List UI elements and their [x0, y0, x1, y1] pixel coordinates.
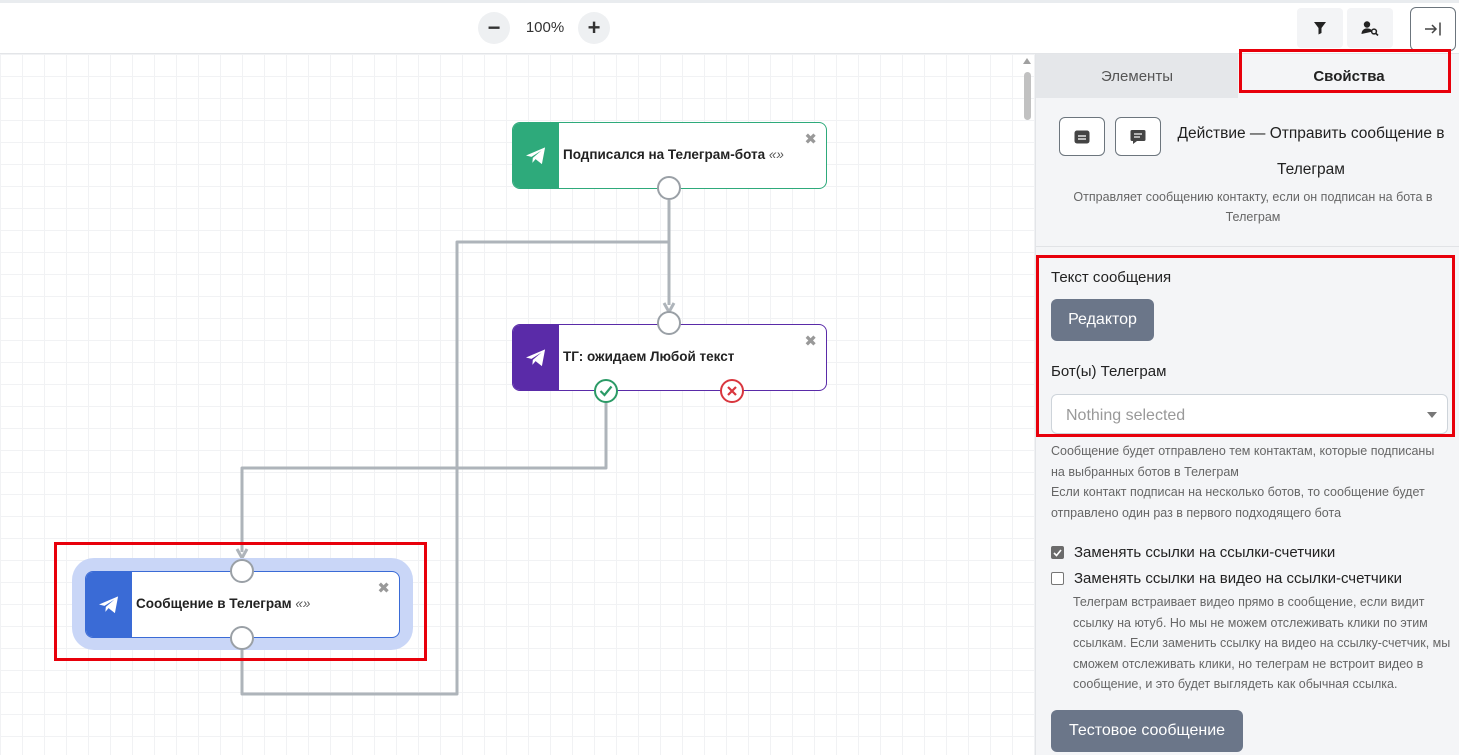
replace-links-checkbox-row[interactable]: Заменять ссылки на ссылки-счетчики [1051, 544, 1335, 561]
collapse-panel-button[interactable] [1410, 7, 1456, 51]
message-icon [1074, 130, 1090, 143]
flow-node-subscribed[interactable]: Подписался на Телеграм-бота «» ✖ [512, 122, 827, 189]
properties-panel: Элементы Свойства Действие — Отправить с… [1035, 54, 1459, 755]
user-search-button[interactable] [1347, 8, 1393, 48]
replace-links-label: Заменять ссылки на ссылки-счетчики [1074, 544, 1336, 561]
bots-hint-2: Если контакт подписан на несколько ботов… [1051, 485, 1425, 520]
bots-hint-1: Сообщение будет отправлено тем контактам… [1051, 444, 1435, 479]
video-links-note: Телеграм встраивает видео прямо в сообще… [1073, 595, 1451, 691]
node-input-port[interactable] [657, 311, 681, 335]
filter-button[interactable] [1297, 8, 1343, 48]
telegram-bots-select[interactable]: Nothing selected [1051, 394, 1448, 434]
node-title: Сообщение в Телеграм «» [136, 596, 311, 611]
flow-node-wait-text[interactable]: ТГ: ожидаем Любой текст ✖ [512, 324, 827, 391]
arrow-to-right-icon [1425, 22, 1441, 36]
node-type-stripe [513, 325, 559, 390]
delete-node-button[interactable]: ✖ [804, 333, 817, 350]
telegram-icon [99, 595, 119, 613]
node-title: ТГ: ожидаем Любой текст [563, 349, 735, 364]
tab-elements[interactable]: Элементы [1036, 54, 1238, 98]
test-message-button[interactable]: Тестовое сообщение [1051, 710, 1243, 752]
action-title: Действие — Отправить сообщение в Телегра… [1177, 125, 1445, 178]
replace-video-links-checkbox-row[interactable]: Заменять ссылки на видео на ссылки-счетч… [1051, 570, 1402, 587]
flow-canvas[interactable] [0, 54, 1035, 755]
success-output-port[interactable] [594, 379, 618, 403]
node-title: Подписался на Телеграм-бота «» [563, 147, 784, 162]
message-text-label: Текст сообщения [1051, 269, 1172, 286]
caret-down-icon [1427, 412, 1437, 418]
node-type-stripe [513, 123, 559, 188]
select-placeholder: Nothing selected [1066, 407, 1186, 424]
scroll-up-arrow[interactable] [1023, 58, 1031, 64]
tab-properties[interactable]: Свойства [1238, 54, 1459, 98]
zoom-level: 100% [525, 19, 565, 36]
message-type-button[interactable] [1059, 117, 1105, 156]
delete-node-button[interactable]: ✖ [804, 131, 817, 148]
telegram-icon [526, 348, 546, 366]
replace-video-links-label: Заменять ссылки на видео на ссылки-счетч… [1074, 570, 1402, 587]
chat-icon [1130, 129, 1146, 144]
check-icon [599, 385, 613, 397]
zoom-in-button[interactable]: + [578, 12, 610, 44]
node-output-port[interactable] [657, 176, 681, 200]
chat-type-button[interactable] [1115, 117, 1161, 156]
replace-links-checkbox[interactable] [1051, 546, 1064, 559]
node-type-stripe [86, 572, 132, 637]
node-output-port[interactable] [230, 626, 254, 650]
panel-divider [1036, 246, 1459, 247]
zoom-out-button[interactable]: − [478, 12, 510, 44]
user-search-icon [1361, 21, 1379, 36]
filter-icon [1314, 22, 1326, 35]
telegram-icon [526, 146, 546, 164]
telegram-bots-label: Бот(ы) Телеграм [1051, 363, 1167, 380]
top-toolbar: − 100% + [0, 0, 1459, 54]
delete-node-button[interactable]: ✖ [377, 580, 390, 597]
action-description: Отправляет сообщению контакту, если он п… [1073, 190, 1433, 224]
canvas-scrollbar-thumb[interactable] [1024, 72, 1031, 120]
fail-output-port[interactable] [720, 379, 744, 403]
editor-button[interactable]: Редактор [1051, 299, 1154, 341]
node-input-port[interactable] [230, 559, 254, 583]
x-circle-icon [727, 386, 737, 396]
checkmark-icon [1053, 548, 1062, 557]
replace-video-links-checkbox[interactable] [1051, 572, 1064, 585]
